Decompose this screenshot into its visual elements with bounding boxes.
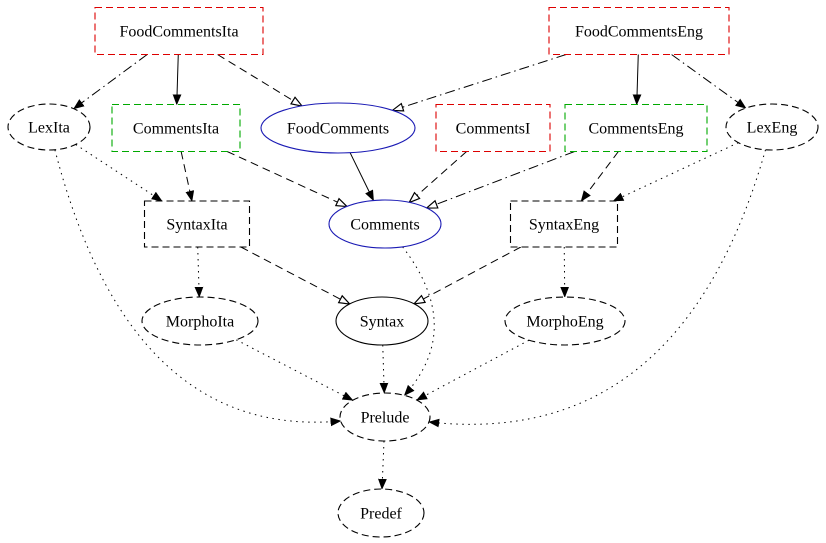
syntaxita-box-outline <box>143 200 251 248</box>
foodcommentseng-box-outline <box>548 6 730 56</box>
node-commentsi: CommentsI <box>435 103 551 153</box>
edge-syntax-prelude <box>379 344 389 394</box>
edge-commentsita-comments <box>226 151 347 207</box>
edge-syntaxeng-morphoeng <box>560 246 570 298</box>
edge-lexeng-prelude <box>428 149 766 428</box>
node-label: LexEng <box>747 120 798 137</box>
node-morphoita: MorphoIta <box>141 296 259 346</box>
edge-lexita-prelude <box>54 149 342 427</box>
syntax-ellipse-outline <box>335 296 429 346</box>
syntaxeng-box-outline <box>509 200 619 248</box>
node-commentsita: CommentsIta <box>111 103 241 153</box>
edge-syntaxeng-syntax <box>414 246 522 304</box>
node-label: SyntaxEng <box>529 217 599 234</box>
edge-foodcommentsita-foodcomments <box>217 54 302 106</box>
foodcommentsita-box-outline <box>94 6 264 56</box>
edge-commentseng-syntaxeng <box>580 151 619 202</box>
lexeng-ellipse-outline <box>725 103 819 151</box>
node-commentseng: CommentsEng <box>564 103 708 153</box>
node-syntax: Syntax <box>335 296 429 346</box>
commentsita-box-outline <box>111 103 241 153</box>
node-syntaxeng: SyntaxEng <box>509 200 619 248</box>
node-label: FoodCommentsEng <box>575 24 703 41</box>
node-label: FoodCommentsIta <box>119 24 238 41</box>
node-label: Comments <box>350 217 419 234</box>
node-label: CommentsEng <box>588 121 683 138</box>
node-label: LexIta <box>28 120 70 137</box>
morphoeng-ellipse-outline <box>504 296 626 346</box>
node-label: Syntax <box>360 314 404 331</box>
edge-foodcommentsita-commentsita <box>172 54 182 106</box>
edge-foodcomments-comments <box>349 152 374 202</box>
edge-foodcommentseng-lexeng <box>671 54 747 109</box>
edge-lexita-syntaxita <box>75 144 163 202</box>
prelude-ellipse-outline <box>339 392 431 442</box>
node-label: FoodComments <box>287 121 389 138</box>
node-label: Prelude <box>361 410 410 427</box>
node-comments: Comments <box>328 199 442 249</box>
edge-commentsita-syntaxita <box>180 151 195 202</box>
node-foodcomments: FoodComments <box>260 102 416 154</box>
node-label: Predef <box>360 506 402 523</box>
edge-morphoeng-prelude <box>416 339 530 401</box>
edge-foodcommentsita-lexita <box>73 54 148 110</box>
node-morphoeng: MorphoEng <box>504 296 626 346</box>
edge-lexeng-syntaxeng <box>612 142 739 202</box>
edge-commentsi-comments <box>409 151 467 203</box>
edges-layer <box>54 54 766 490</box>
foodcomments-ellipse-outline <box>260 102 416 154</box>
lexita-ellipse-outline <box>7 103 91 151</box>
node-label: SyntaxIta <box>166 217 227 234</box>
commentseng-box-outline <box>564 103 708 153</box>
node-lexita: LexIta <box>7 103 91 151</box>
comments-ellipse-outline <box>328 199 442 249</box>
edge-foodcommentseng-commentseng <box>632 54 642 106</box>
edge-syntaxita-morphoita <box>194 246 204 298</box>
edge-foodcommentseng-foodcomments <box>393 54 567 111</box>
node-label: CommentsIta <box>133 121 219 138</box>
node-label: MorphoEng <box>526 314 603 331</box>
node-predef: Predef <box>337 488 425 538</box>
edge-syntaxita-syntax <box>240 246 350 304</box>
node-foodcommentsita: FoodCommentsIta <box>94 6 264 56</box>
node-syntaxita: SyntaxIta <box>143 200 251 248</box>
edge-prelude-predef <box>378 440 387 490</box>
node-prelude: Prelude <box>339 392 431 442</box>
edge-comments-prelude <box>402 246 435 397</box>
node-label: MorphoIta <box>166 314 234 331</box>
predef-ellipse-outline <box>337 488 425 538</box>
node-lexeng: LexEng <box>725 103 819 151</box>
node-label: CommentsI <box>456 121 531 138</box>
edge-commentseng-comments <box>427 151 575 209</box>
commentsi-box-outline <box>435 103 551 153</box>
node-foodcommentseng: FoodCommentsEng <box>548 6 730 56</box>
morphoita-ellipse-outline <box>141 296 259 346</box>
edge-morphoita-prelude <box>235 339 354 401</box>
